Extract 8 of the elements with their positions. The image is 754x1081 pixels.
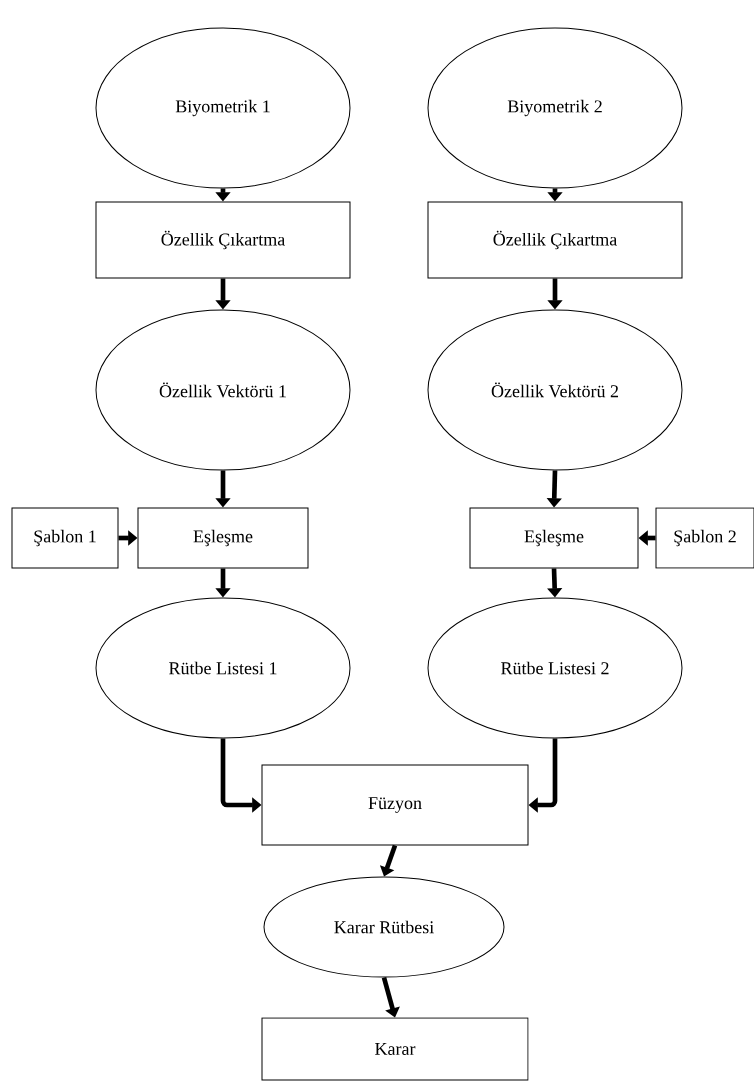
process-box: Özellik Çıkartma <box>95 201 351 279</box>
process-box: Özellik Çıkartma <box>427 201 683 279</box>
process-box: Şablon 1 <box>11 507 119 569</box>
process-box: Karar <box>261 1017 529 1081</box>
process-box: Eşleşme <box>137 507 309 569</box>
process-box: Şablon 2 <box>655 507 754 569</box>
process-box: Eşleşme <box>469 507 639 569</box>
process-box: Füzyon <box>261 764 529 846</box>
